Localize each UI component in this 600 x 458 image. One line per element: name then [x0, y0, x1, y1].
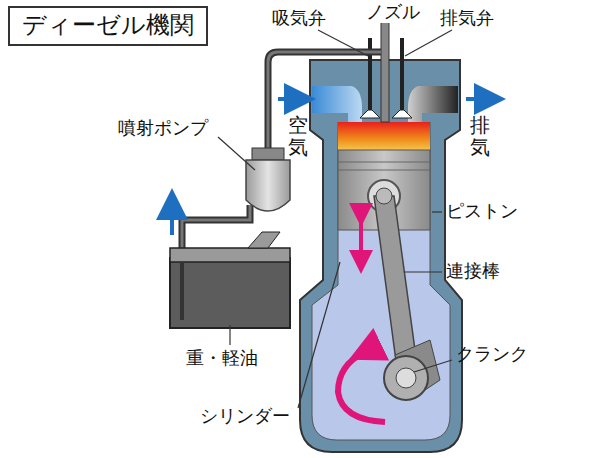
part-label: 排気弁	[440, 8, 494, 29]
part-label: クランク	[456, 344, 528, 365]
part-label: 噴射ポンプ	[118, 118, 208, 139]
part-label: ピストン	[446, 201, 518, 222]
part-label: シリンダー	[200, 406, 290, 427]
part-label: 重・軽油	[186, 348, 258, 369]
flow-label: 排気	[470, 114, 490, 158]
diagram-title: ディーゼル機関	[8, 6, 208, 46]
part-label: 吸気弁	[272, 8, 326, 29]
flow-label: 空気	[288, 114, 308, 158]
part-label: 連接棒	[446, 261, 500, 282]
part-label: ノズル	[364, 2, 422, 23]
